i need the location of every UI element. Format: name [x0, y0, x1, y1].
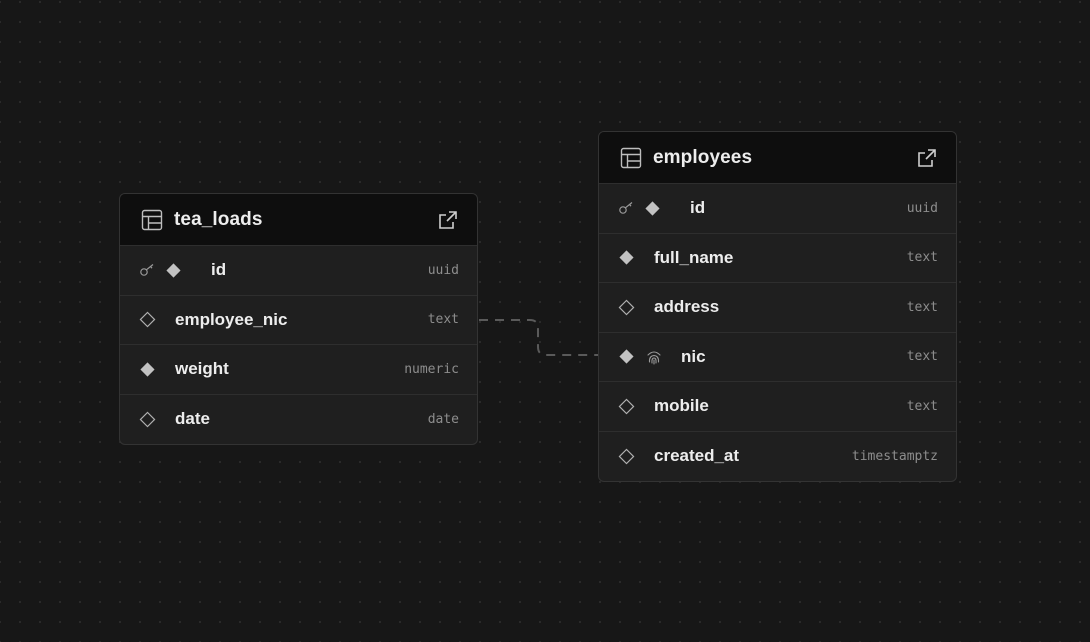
- column-type: date: [427, 411, 459, 427]
- column-name: mobile: [654, 396, 709, 416]
- filled-diamond-icon: [644, 200, 661, 217]
- table-header: tea_loads: [120, 194, 477, 246]
- column-name: full_name: [654, 247, 734, 267]
- column-row-employee-nic[interactable]: employee_nic text: [120, 296, 477, 345]
- outline-diamond-icon: [618, 299, 635, 316]
- column-name: weight: [175, 359, 229, 379]
- external-link-icon[interactable]: [916, 147, 938, 169]
- filled-diamond-icon: [618, 348, 635, 365]
- column-name: id: [211, 260, 227, 280]
- column-name: created_at: [654, 446, 740, 466]
- table-icon: [140, 208, 164, 232]
- column-type: text: [427, 312, 459, 328]
- column-row-address[interactable]: address text: [599, 283, 956, 333]
- column-row-full-name[interactable]: full_name text: [599, 234, 956, 283]
- column-row-created-at[interactable]: created_at timestamptz: [599, 432, 956, 482]
- key-icon: [139, 263, 157, 277]
- outline-diamond-icon: [618, 448, 635, 465]
- column-type: text: [906, 349, 938, 365]
- outline-diamond-icon: [618, 398, 635, 415]
- column-name: address: [654, 297, 720, 317]
- external-link-icon[interactable]: [437, 209, 459, 231]
- column-row-nic[interactable]: nic text: [599, 333, 956, 382]
- column-type: text: [906, 299, 938, 315]
- column-type: uuid: [906, 200, 938, 216]
- column-type: numeric: [404, 361, 459, 377]
- table-node-tea-loads[interactable]: tea_loads: [119, 193, 478, 445]
- column-type: text: [906, 398, 938, 414]
- table-header: employees: [599, 132, 956, 184]
- column-name: employee_nic: [175, 309, 288, 329]
- column-type: text: [906, 250, 938, 266]
- filled-diamond-icon: [165, 262, 182, 279]
- key-icon: [618, 201, 636, 215]
- fingerprint-icon: [645, 348, 663, 366]
- table-node-employees[interactable]: employees: [598, 131, 957, 482]
- table-name: employees: [653, 146, 753, 168]
- table-name: tea_loads: [174, 208, 263, 230]
- column-row-id[interactable]: id uuid: [120, 246, 477, 296]
- column-name: date: [175, 409, 210, 429]
- column-name: nic: [681, 346, 706, 366]
- filled-diamond-icon: [618, 249, 635, 266]
- column-type: timestamptz: [851, 448, 938, 464]
- column-row-mobile[interactable]: mobile text: [599, 382, 956, 432]
- table-icon: [619, 146, 643, 170]
- column-row-weight[interactable]: weight numeric: [120, 345, 477, 395]
- filled-diamond-icon: [139, 361, 156, 378]
- column-row-id[interactable]: id uuid: [599, 184, 956, 234]
- outline-diamond-icon: [139, 411, 156, 428]
- outline-diamond-icon: [139, 311, 156, 328]
- column-name: id: [690, 198, 706, 218]
- column-type: uuid: [427, 262, 459, 278]
- column-row-date[interactable]: date date: [120, 395, 477, 445]
